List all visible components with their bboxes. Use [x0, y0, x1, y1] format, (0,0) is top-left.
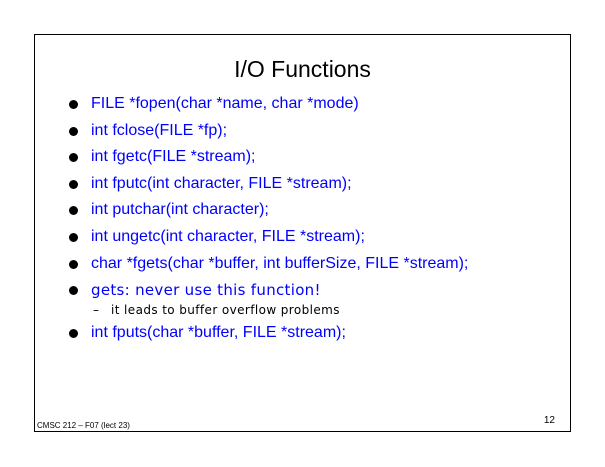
dash-icon: – [93, 302, 100, 317]
list-item-fclose: int fclose(FILE *fp); [69, 118, 468, 145]
bullet-text: char *fgets(char *buffer, int bufferSize… [91, 254, 469, 272]
list-item-ungetc: int ungetc(int character, FILE *stream); [69, 224, 468, 251]
bullet-icon [69, 328, 78, 338]
list-item-fgetc: int fgetc(FILE *stream); [69, 144, 468, 171]
bullet-icon [69, 206, 78, 216]
slide-frame: I/O Functions FILE *fopen(char *name, ch… [34, 34, 571, 432]
bullet-icon [69, 126, 78, 136]
sub-bullet-text: it leads to buffer overflow problems [111, 302, 340, 317]
list-item-fopen: FILE *fopen(char *name, char *mode) [69, 91, 468, 118]
bullet-icon [69, 179, 78, 189]
list-item-gets: gets: never use this function! [69, 277, 468, 304]
bullet-icon [69, 153, 78, 163]
bullet-list: FILE *fopen(char *name, char *mode) int … [69, 91, 468, 346]
page-number: 12 [543, 415, 555, 426]
bullet-text: int fgetc(FILE *stream); [91, 148, 256, 166]
bullet-text: FILE *fopen(char *name, char *mode) [91, 95, 359, 112]
bullet-text: int putchar(int character); [91, 201, 269, 219]
bullet-text: int fputc(int character, FILE *stream); [91, 174, 352, 192]
footer-course-label: CMSC 212 – F07 (lect 23) [37, 421, 130, 430]
bullet-text: int fclose(FILE *fp); [91, 121, 228, 139]
list-item-fputc: int fputc(int character, FILE *stream); [69, 171, 468, 198]
list-item-putchar: int putchar(int character); [69, 197, 468, 224]
bullet-icon [69, 100, 78, 109]
bullet-text: int ungetc(int character, FILE *stream); [91, 227, 365, 245]
sub-list-item: – it leads to buffer overflow problems [69, 300, 468, 320]
list-item-fgets: char *fgets(char *buffer, int bufferSize… [69, 251, 468, 278]
bullet-text: gets: never use this function! [91, 281, 321, 300]
bullet-icon [69, 286, 78, 296]
slide-title: I/O Functions [234, 56, 371, 82]
bullet-icon [69, 232, 78, 242]
list-item-fputs: int fputs(char *buffer, FILE *stream); [69, 320, 468, 347]
bullet-text: int fputs(char *buffer, FILE *stream); [91, 323, 346, 341]
bullet-icon [69, 259, 78, 269]
